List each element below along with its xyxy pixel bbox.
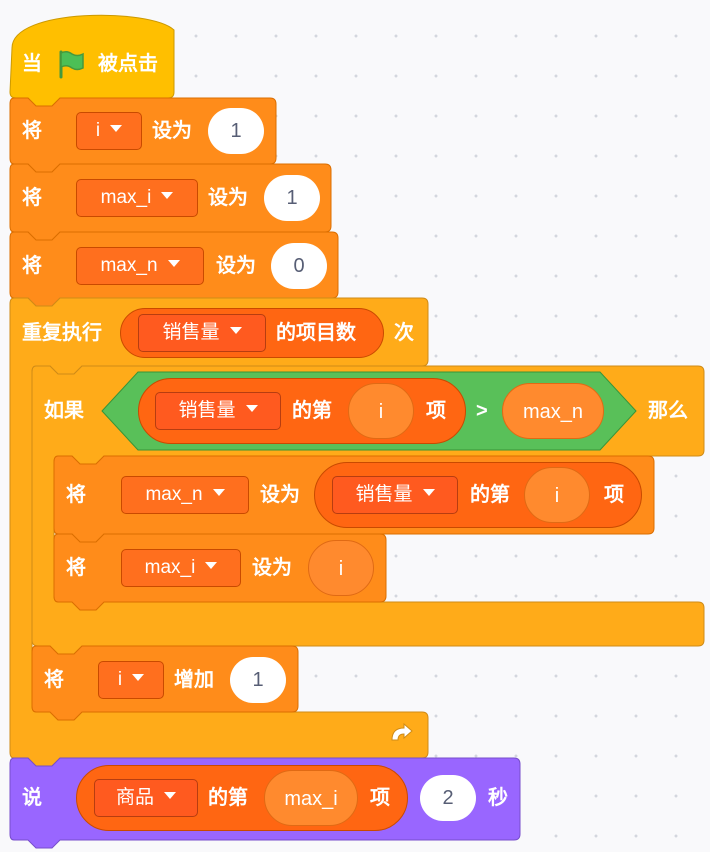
- list-name: 销售量: [355, 484, 413, 505]
- change-i-value-input[interactable]: 1: [230, 657, 286, 703]
- if-label: 如果: [44, 400, 84, 422]
- repeat-arrow-icon: [391, 722, 413, 741]
- say-index-variable-reporter[interactable]: max_i: [264, 770, 358, 826]
- set-max-i-variable-dropdown[interactable]: max_i: [76, 179, 198, 217]
- times-label: 次: [394, 322, 414, 344]
- inner-item-label: 项: [604, 484, 624, 506]
- set-max-i-value-input[interactable]: 1: [264, 175, 320, 221]
- change-i-variable-dropdown[interactable]: i: [98, 661, 164, 699]
- inner-index-variable-reporter[interactable]: i: [524, 467, 590, 523]
- variable-name: max_n: [100, 255, 158, 276]
- dropdown-arrow-icon: [205, 562, 218, 570]
- variable-name: max_n: [145, 484, 203, 505]
- dropdown-arrow-icon: [245, 405, 258, 413]
- set-max-i-op: 设为: [208, 187, 248, 209]
- set-max-n-value-input[interactable]: 0: [271, 243, 327, 289]
- inner-set-max-n-op: 设为: [260, 484, 300, 506]
- list-name: 商品: [115, 787, 154, 808]
- dropdown-arrow-icon: [110, 125, 123, 133]
- set-i-op: 设为: [152, 120, 192, 142]
- i-variable-reporter[interactable]: i: [308, 540, 374, 596]
- inner-set-max-i-variable-dropdown[interactable]: max_i: [121, 549, 241, 587]
- variable-name: i: [117, 669, 123, 690]
- inner-list-dropdown[interactable]: 销售量: [332, 476, 458, 514]
- inner-set-max-i-op: 设为: [252, 557, 292, 579]
- dropdown-arrow-icon: [422, 489, 435, 497]
- then-label: 那么: [648, 400, 688, 422]
- set-i-value-input[interactable]: 1: [208, 108, 264, 154]
- say-item-label: 项: [370, 787, 390, 809]
- inner-set-max-n-variable-dropdown[interactable]: max_n: [121, 476, 249, 514]
- set-i-verb: 将: [22, 120, 42, 142]
- if-list-dropdown[interactable]: 销售量: [155, 392, 281, 430]
- hat-block-shape[interactable]: [9, 14, 175, 107]
- dropdown-arrow-icon: [161, 192, 174, 200]
- list-name: 销售量: [162, 322, 220, 343]
- green-flag-icon[interactable]: [56, 49, 86, 79]
- dropdown-arrow-icon: [164, 792, 176, 800]
- index-variable-reporter[interactable]: i: [348, 383, 414, 439]
- inner-item-of-label: 的第: [470, 484, 510, 506]
- dropdown-arrow-icon: [132, 674, 145, 682]
- max-n-variable-reporter[interactable]: max_n: [502, 383, 604, 439]
- set-max-n-op: 设为: [216, 255, 256, 277]
- dropdown-arrow-icon: [167, 260, 180, 268]
- greater-than-label: >: [476, 400, 488, 422]
- set-max-n-variable-dropdown[interactable]: max_n: [76, 247, 204, 285]
- repeat-list-dropdown[interactable]: 销售量: [138, 314, 266, 352]
- clicked-label: 被点击: [98, 53, 158, 75]
- change-i-op: 增加: [174, 669, 214, 691]
- change-i-verb: 将: [44, 669, 64, 691]
- set-max-i-verb: 将: [22, 187, 42, 209]
- length-of-label: 的项目数: [276, 322, 356, 344]
- list-name: 销售量: [178, 400, 236, 421]
- when-label: 当: [22, 53, 42, 75]
- variable-name: i: [95, 120, 101, 141]
- set-max-n-verb: 将: [22, 255, 42, 277]
- say-secs-input[interactable]: 2: [420, 775, 476, 821]
- dropdown-arrow-icon: [229, 327, 242, 335]
- say-item-of-label: 的第: [208, 787, 248, 809]
- set-i-variable-dropdown[interactable]: i: [76, 112, 142, 150]
- item-label: 项: [426, 400, 446, 422]
- variable-name: max_i: [100, 187, 152, 208]
- say-unit-label: 秒: [488, 787, 508, 809]
- say-verb: 说: [22, 787, 42, 809]
- item-of-label: 的第: [292, 400, 332, 422]
- inner-set-max-n-verb: 将: [66, 484, 86, 506]
- dropdown-arrow-icon: [212, 489, 225, 497]
- say-list-dropdown[interactable]: 商品: [94, 779, 198, 817]
- variable-name: max_i: [144, 557, 196, 578]
- inner-set-max-i-verb: 将: [66, 557, 86, 579]
- repeat-label: 重复执行: [22, 322, 102, 344]
